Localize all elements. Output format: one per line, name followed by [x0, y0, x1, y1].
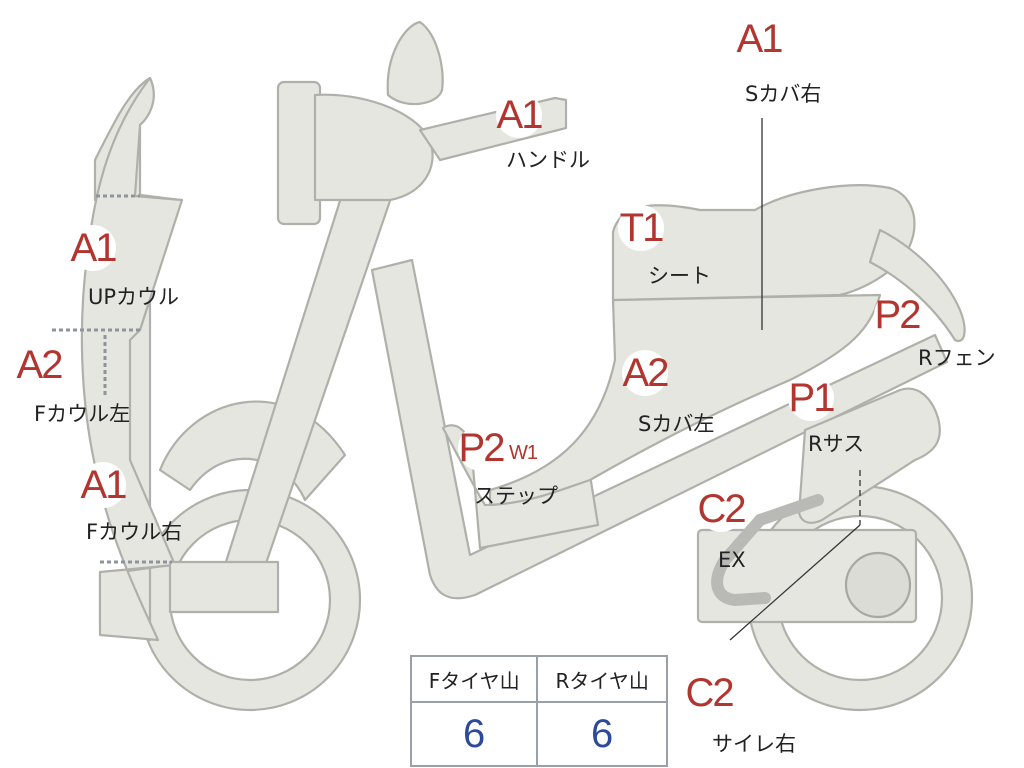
leader-muffler — [729, 524, 861, 641]
rear-shock — [797, 387, 941, 524]
muffler-right-code: C2 — [685, 670, 735, 716]
handlebar-housing — [313, 93, 434, 202]
rear-fender-code: P2 — [874, 292, 921, 338]
seat-code: T1 — [618, 205, 664, 251]
seat-shape — [611, 184, 916, 302]
windscreen — [386, 20, 444, 106]
front-tire-value: 6 — [409, 701, 539, 767]
muffler-right-label: サイレ右 — [712, 732, 796, 756]
rear-suspension-code: P1 — [788, 375, 835, 421]
rear-suspension-label: Rサス — [808, 432, 865, 456]
exhaust-pipe — [711, 494, 824, 607]
engine-hub — [844, 551, 912, 619]
step-label: ステップ — [474, 484, 558, 508]
handle-code: A1 — [496, 92, 543, 138]
headlight — [276, 80, 322, 226]
exhaust-code: C2 — [697, 486, 747, 532]
front-cowl-right-label: Fカウル右 — [86, 520, 183, 544]
front-cowl-left-code: A2 — [16, 342, 63, 388]
rear-fender-label: Rフェン — [918, 346, 996, 370]
front-cowl-left-label: Fカウル左 — [34, 402, 131, 426]
side-cover — [488, 293, 882, 507]
rear-tire-header: Rタイヤ山 — [536, 655, 668, 703]
upper-cowl-code: A1 — [70, 225, 117, 271]
tire-tread-table: Fタイヤ山 Rタイヤ山 6 6 — [409, 655, 668, 767]
seat-label: シート — [648, 264, 711, 288]
rear-fender-shape — [868, 228, 966, 343]
side-cover-left-code: A2 — [622, 350, 669, 396]
side-cover-right-code: A1 — [736, 16, 783, 62]
front-tire-header: Fタイヤ山 — [409, 655, 539, 703]
rear-tire-value: 6 — [536, 701, 668, 767]
side-cover-left-label: Sカバ左 — [638, 412, 715, 436]
floor-front — [168, 560, 280, 614]
handle-label: ハンドル — [506, 148, 590, 172]
side-cover-right-label: Sカバ右 — [745, 82, 822, 106]
upper-cowl-label: UPカウル — [88, 285, 180, 309]
exhaust-label: EX — [718, 548, 746, 572]
front-cowl-right-code: A1 — [80, 462, 127, 508]
frame-tube — [370, 258, 949, 600]
step-code: P2 — [458, 425, 505, 471]
step-code2: W1 — [509, 440, 538, 466]
